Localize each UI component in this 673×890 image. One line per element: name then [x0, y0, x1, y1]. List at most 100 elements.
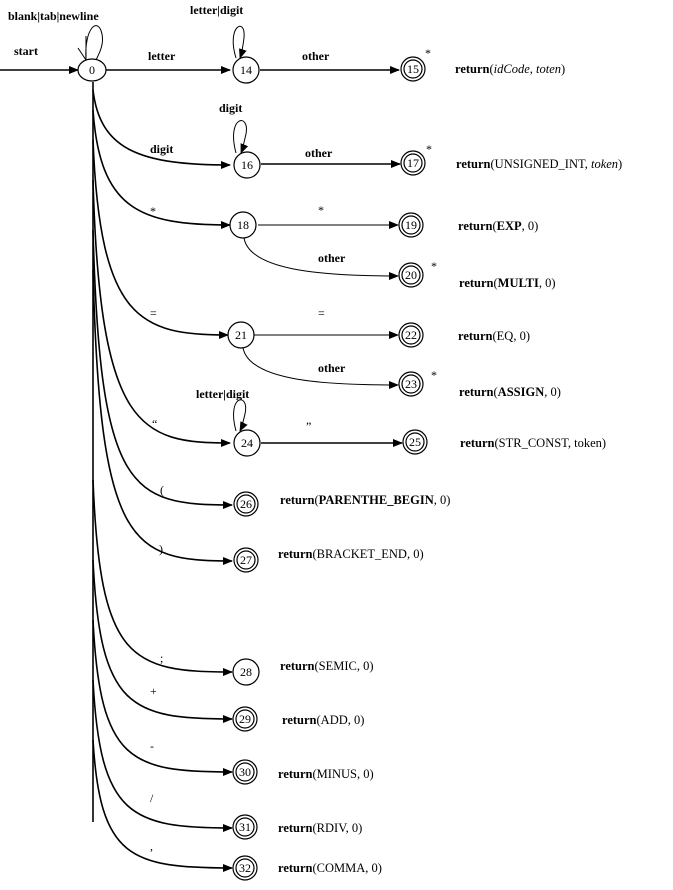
loop-0-head [77, 36, 87, 62]
state-31: 31 [232, 814, 258, 840]
state-25: 25 [402, 429, 428, 455]
state-20: 20 [398, 262, 424, 288]
edge-0-24 [92, 179, 231, 447]
edge-18-19-label: * [318, 203, 324, 217]
state-label: 22 [405, 328, 417, 342]
states: 0 14 15 16 17 18 19 [77, 56, 428, 881]
return-17: return(UNSIGNED_INT, token) [456, 157, 622, 171]
edge-labels: blank|tab|newline start letter|digit let… [8, 3, 346, 853]
state-label: 26 [240, 497, 252, 511]
state-26: 26 [233, 491, 259, 517]
edge-0-28-label: ; [160, 651, 163, 665]
state-label: 31 [239, 820, 251, 834]
return-26: return(PARENTHE_BEGIN, 0) [280, 493, 450, 507]
state-label: 15 [407, 62, 419, 76]
edge-0-27 [92, 269, 233, 565]
edge-0-18 [92, 109, 231, 229]
state-label: 28 [240, 665, 252, 679]
star-17: * [426, 142, 432, 156]
state-label: 27 [240, 553, 252, 567]
return-29: return(ADD, 0) [282, 713, 364, 727]
edge-0-29 [92, 559, 233, 723]
state-label: 23 [405, 377, 417, 391]
return-23: return(ASSIGN, 0) [459, 385, 561, 399]
loop-16-label: digit [219, 101, 242, 115]
loop-0 [85, 25, 103, 61]
state-14: 14 [232, 56, 260, 84]
edge-0-29-label: + [150, 684, 157, 698]
edge-0-32 [92, 739, 233, 872]
state-label: 17 [407, 156, 419, 170]
edge-21-23-label: other [318, 361, 346, 375]
edge-16-17-label: other [305, 146, 333, 160]
state-label: 18 [237, 218, 249, 232]
return-25: return(STR_CONST, token) [460, 436, 606, 450]
state-label: 30 [239, 765, 251, 779]
state-18: 18 [229, 211, 257, 239]
edge-0-21 [92, 139, 229, 339]
return-30: return(MINUS, 0) [278, 767, 374, 781]
edge-0-18-label: * [150, 204, 156, 218]
return-15: return(idCode, toten) [455, 62, 565, 76]
star-15: * [425, 46, 431, 60]
state-15: 15 [400, 56, 426, 82]
state-27: 27 [233, 547, 259, 573]
state-label: 19 [405, 218, 417, 232]
loop-24 [233, 399, 248, 432]
start-label: start [14, 44, 38, 58]
edge-18-20 [243, 237, 399, 280]
edge-21-23 [242, 347, 399, 389]
state-label: 0 [89, 63, 95, 77]
edge-24-25-label: ” [306, 419, 311, 433]
loop-24-label: letter|digit [196, 387, 249, 401]
state-29: 29 [232, 706, 258, 732]
state-label: 32 [239, 861, 251, 875]
state-label: 21 [235, 328, 247, 342]
state-28: 28 [232, 658, 260, 686]
return-28: return(SEMIC, 0) [280, 659, 374, 673]
state-label: 20 [405, 268, 417, 282]
state-22: 22 [398, 322, 424, 348]
loop-16 [233, 120, 249, 154]
return-32: return(COMMA, 0) [278, 861, 382, 875]
return-19: return(EXP, 0) [458, 219, 538, 233]
return-22: return(EQ, 0) [458, 329, 530, 343]
loop-0-label: blank|tab|newline [8, 9, 99, 23]
state-label: 16 [241, 158, 253, 172]
state-16: 16 [233, 151, 261, 179]
edge-0-27-label: ) [159, 542, 163, 556]
edge-0-30 [92, 619, 233, 776]
state-label: 25 [409, 435, 421, 449]
edge-0-32-label: , [150, 839, 153, 853]
edge-0-24-label: “ [152, 417, 157, 431]
edge-21-22-label: = [318, 306, 325, 320]
state-0: 0 [77, 58, 107, 82]
edge-0-28 [92, 479, 233, 676]
star-20: * [431, 259, 437, 273]
edge-0-16 [92, 89, 231, 169]
edge-0-31-label: / [150, 791, 154, 805]
edge-0-26 [92, 229, 233, 509]
loop-14 [232, 25, 247, 59]
state-label: 29 [239, 712, 251, 726]
state-17: 17 [400, 150, 426, 176]
edge-18-20-label: other [318, 251, 346, 265]
return-20: return(MULTI, 0) [459, 276, 556, 290]
state-24: 24 [233, 429, 261, 457]
state-21: 21 [227, 321, 255, 349]
edge-0-16-label: digit [150, 142, 173, 156]
state-label: 14 [240, 63, 252, 77]
loop-14-label: letter|digit [190, 3, 243, 17]
edge-0-30-label: - [150, 739, 154, 753]
return-actions: return(idCode, toten) return(UNSIGNED_IN… [278, 62, 622, 875]
edges [0, 25, 403, 872]
retract-stars: * * * * [425, 46, 437, 382]
edge-0-14-label: letter [148, 49, 176, 63]
state-32: 32 [232, 855, 258, 881]
return-27: return(BRACKET_END, 0) [278, 547, 424, 561]
return-31: return(RDIV, 0) [278, 821, 362, 835]
state-19: 19 [398, 212, 424, 238]
edge-14-15-label: other [302, 49, 330, 63]
edge-0-26-label: ( [160, 483, 164, 497]
